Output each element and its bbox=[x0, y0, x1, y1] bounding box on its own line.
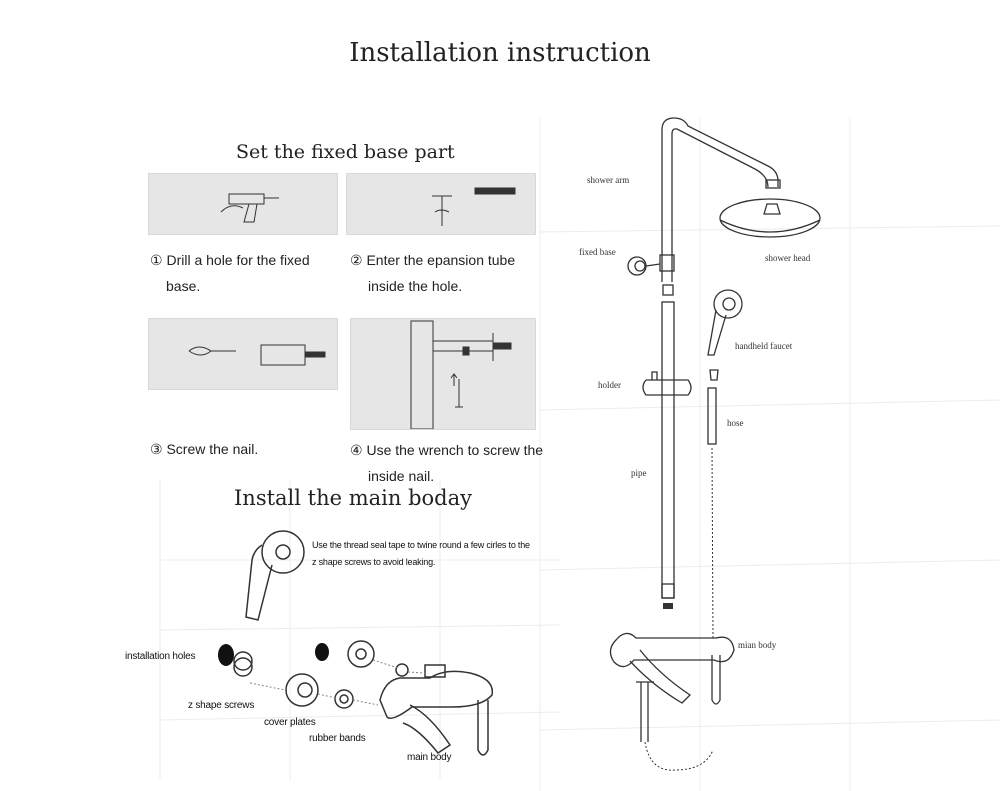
label-mian-body: mian body bbox=[738, 640, 777, 650]
step-text: inside the hole. bbox=[368, 278, 463, 294]
step-text: Enter the epansion tube bbox=[366, 252, 516, 268]
label-rubber-bands: rubber bands bbox=[309, 733, 366, 744]
label-pipe: pipe bbox=[631, 468, 647, 478]
label-shower-head: shower head bbox=[765, 253, 811, 263]
thread-tape-note-line-2: z shape screws to avoid leaking. bbox=[312, 557, 436, 567]
label-fixed-base: fixed base bbox=[579, 247, 616, 257]
fixed-base-heading: Set the fixed base part bbox=[236, 141, 455, 163]
label-handheld-faucet: handheld faucet bbox=[735, 341, 793, 351]
main-body-heading: Install the main boday bbox=[234, 486, 472, 510]
step-number: ④ bbox=[350, 442, 363, 458]
step-1-drill-image bbox=[148, 173, 338, 235]
page-title: Installation instruction bbox=[349, 38, 651, 68]
step-text: Drill a hole for the fixed bbox=[166, 252, 310, 268]
step-text: Screw the nail. bbox=[166, 441, 259, 457]
label-holder: holder bbox=[598, 380, 621, 390]
step-4-wrench-image bbox=[350, 318, 536, 430]
label-installation-holes: installation holes bbox=[125, 651, 196, 662]
label-hose: hose bbox=[727, 418, 744, 428]
step-1-caption: ① Drill a hole for the fixed base. bbox=[150, 247, 310, 299]
step-number: ① bbox=[150, 252, 163, 268]
step-2-caption: ② Enter the epansion tube inside the hol… bbox=[350, 247, 515, 299]
step-2-hammer-image bbox=[346, 173, 536, 235]
label-main-body: main body bbox=[407, 752, 452, 763]
thread-tape-note-line-1: Use the thread seal tape to twine round … bbox=[312, 540, 530, 550]
step-text: base. bbox=[166, 278, 201, 294]
step-number: ② bbox=[350, 252, 363, 268]
step-text: Use the wrench to screw the bbox=[366, 442, 544, 458]
label-shower-arm: shower arm bbox=[587, 175, 630, 185]
step-number: ③ bbox=[150, 441, 163, 457]
step-text: inside nail. bbox=[368, 468, 435, 484]
label-z-shape-screws: z shape screws bbox=[188, 700, 255, 711]
step-4-caption: ④ Use the wrench to screw the inside nai… bbox=[350, 437, 543, 489]
label-cover-plates: cover plates bbox=[264, 717, 316, 728]
step-3-screw-image bbox=[148, 318, 338, 390]
step-3-caption: ③ Screw the nail. bbox=[150, 436, 258, 462]
